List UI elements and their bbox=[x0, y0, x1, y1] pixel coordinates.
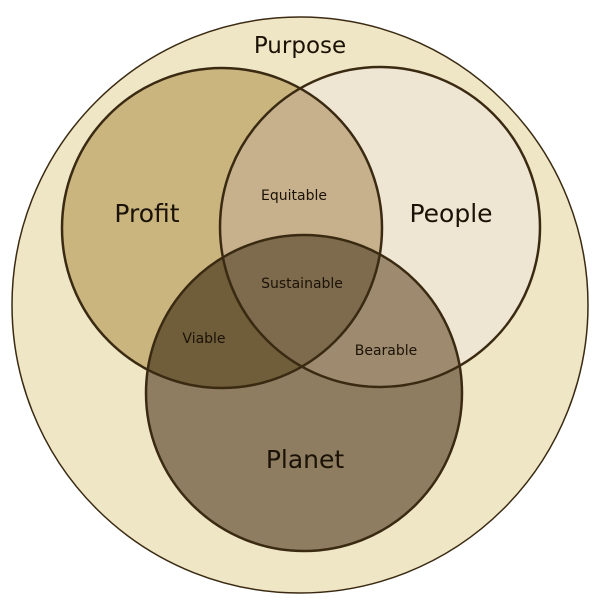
bearable-label: Bearable bbox=[355, 343, 418, 359]
circle-outlines bbox=[60, 65, 542, 553]
purpose-label: Purpose bbox=[254, 33, 346, 59]
people-outline bbox=[218, 65, 542, 389]
profit-label: Profit bbox=[114, 199, 179, 228]
planet-label: Planet bbox=[266, 445, 345, 474]
sustainable-label: Sustainable bbox=[261, 276, 343, 292]
planet-outline bbox=[144, 233, 464, 553]
people-label: People bbox=[409, 199, 492, 228]
overlap-profit-planet bbox=[146, 235, 382, 388]
profit-outline bbox=[60, 66, 384, 390]
viable-label: Viable bbox=[182, 331, 225, 347]
equitable-label: Equitable bbox=[261, 188, 327, 204]
